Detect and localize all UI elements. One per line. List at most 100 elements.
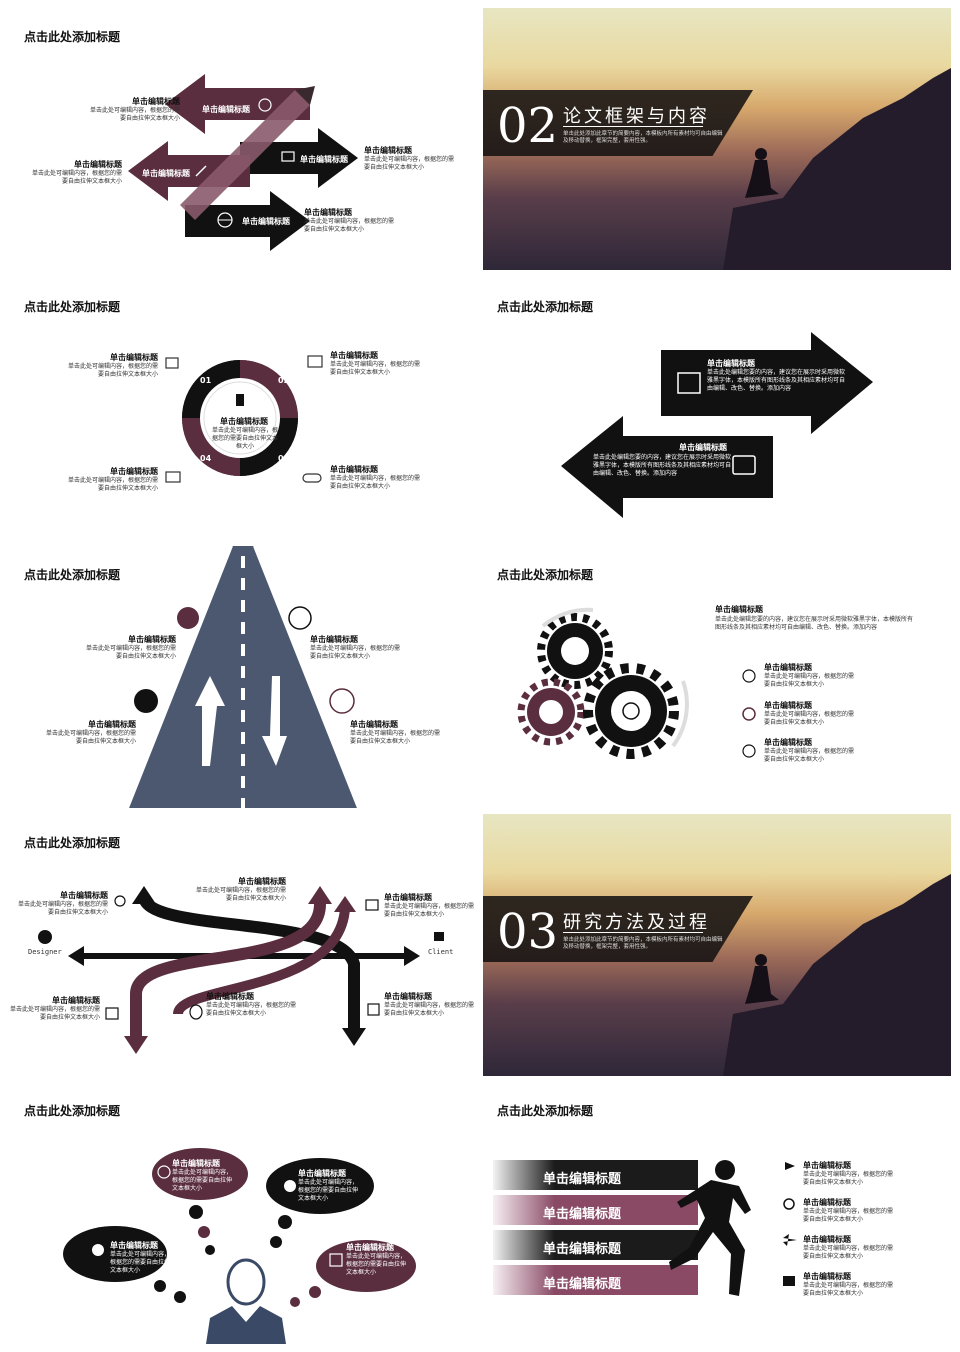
runner-title-3: 单击编辑标题 (803, 1235, 851, 1244)
flow-title-2: 单击编辑标题 (238, 877, 286, 886)
money-icon (177, 607, 199, 629)
slide-title: 点击此处添加标题 (497, 568, 594, 582)
runner-silhouette (669, 1160, 751, 1296)
crosshair-small-icon (742, 744, 756, 758)
inbox-icon (288, 606, 312, 630)
flow-desc-1: 单击此处可编辑内容，根据您的需要自由拉伸文本框大小 (17, 901, 108, 916)
document-icon (134, 689, 158, 713)
strip-label-4: 单击编辑标题 (543, 1277, 622, 1292)
center-desc: 单击此处可编辑内容，根据您的需要自由拉伸文本框大小 (211, 427, 278, 450)
slide-title: 点击此处添加标题 (24, 836, 121, 850)
cycle-graphic (182, 360, 298, 476)
diamond-icon (114, 895, 126, 907)
slide-thought-clouds: 点击此处添加标题 单击编辑标题 单击此处可编辑内容，根据您的需要自由拉伸文本框大… (10, 1082, 478, 1344)
cycle-num-4: 04 (200, 454, 212, 463)
flow-desc-4: 单击此处可编辑内容，根据您的需要自由拉伸文本框大小 (10, 1006, 101, 1021)
section-banner (483, 90, 753, 156)
slide-arrows: 点击此处添加标题 单击编辑标题 单击编辑标题 单击编辑标题 单击编辑标题 单击编… (10, 8, 478, 270)
gear-desc-1: 单击此处可编辑内容，根据您的需要自由拉伸文本框大小 (764, 673, 855, 688)
arrows-graphic (128, 74, 358, 251)
person-body (206, 1306, 286, 1344)
cloud-title-2: 单击编辑标题 (298, 1169, 346, 1178)
slide-double-arrow: 点击此处添加标题 单击编辑标题 单击此处编辑您要的内容，建议您在展示时采用微软雅… (483, 278, 951, 540)
slide-flow: 点击此处添加标题 Designer Client 单击编辑标题 单击此处可编辑内… (10, 814, 478, 1076)
section-underline (563, 932, 703, 933)
corner-title-4: 单击编辑标题 (330, 465, 378, 474)
pencil-band (180, 90, 310, 220)
ext-title-1: 单击编辑标题 (132, 97, 180, 106)
tools-icon (329, 1253, 343, 1267)
flow-title-1: 单击编辑标题 (60, 891, 108, 900)
strip-label-2: 单击编辑标题 (543, 1207, 622, 1222)
cloud-title-3: 单击编辑标题 (110, 1241, 158, 1250)
briefcase-icon (434, 932, 444, 941)
target-icon (742, 707, 756, 721)
road-desc-4: 单击此处可编辑内容，根据您的需要自由拉伸文本框大小 (350, 730, 441, 745)
road-desc-1: 单击此处可编辑内容，根据您的需要自由拉伸文本框大小 (85, 645, 176, 660)
strip-label-1: 单击编辑标题 (543, 1172, 622, 1187)
strip-label-3: 单击编辑标题 (543, 1242, 622, 1257)
palette-icon (38, 930, 52, 944)
section-desc: 单击此处添加此章节的简要内容，本模板内所有素材均可自由编辑及移动替换，框架完整，… (563, 131, 723, 144)
cliff-silhouette (723, 68, 951, 270)
gear-title-1: 单击编辑标题 (764, 663, 812, 672)
slide-road: 点击此处添加标题 单击编辑标题 单击此处可编辑内容，根据您的需要自由拉伸文本框大… (10, 546, 478, 808)
cloud-desc-1: 单击此处可编辑内容，根据您的需要自由拉伸文本框大小 (172, 1169, 233, 1192)
arrow-title-1: 单击编辑标题 (707, 359, 755, 368)
slide-title: 点击此处添加标题 (497, 1104, 594, 1118)
ext-title-4: 单击编辑标题 (304, 208, 352, 217)
runner-desc-1: 单击此处可编辑内容，根据您的需要自由拉伸文本框大小 (803, 1171, 894, 1186)
flow-desc-5: 单击此处可编辑内容，根据您的需要自由拉伸文本框大小 (206, 1002, 297, 1017)
corner-desc-3: 单击此处可编辑内容，根据您的需要自由拉伸文本框大小 (67, 477, 158, 492)
corner-title-3: 单击编辑标题 (110, 467, 158, 476)
road-title-3: 单击编辑标题 (88, 720, 136, 729)
flow-desc-2: 单击此处可编辑内容，根据您的需要自由拉伸文本框大小 (195, 887, 286, 902)
arrow-bot-right (185, 191, 310, 251)
flow-title-4: 单击编辑标题 (52, 996, 100, 1005)
slide-gears: 点击此处添加标题 单击编辑标题 单击此处编辑您要的内容，建议您在展示时采用微软雅… (483, 546, 951, 808)
strip-2: 单击编辑标题 (493, 1195, 698, 1225)
slide-title: 点击此处添加标题 (24, 568, 121, 582)
cliff-silhouette (723, 874, 951, 1076)
wallet-icon (732, 455, 756, 475)
newspaper-icon (677, 372, 701, 394)
gear-icon (92, 1244, 104, 1256)
flow-title-5: 单击编辑标题 (206, 992, 254, 1001)
corner-title-1: 单击编辑标题 (110, 353, 158, 362)
palette-icon (284, 1180, 296, 1192)
gear-desc-2: 单击此处可编辑内容，根据您的需要自由拉伸文本框大小 (764, 711, 855, 726)
ext-desc-3: 单击此处可编辑内容，根据您的需要自由拉伸文本框大小 (32, 170, 123, 185)
section-underline (563, 126, 703, 127)
cloud-desc-4: 单击此处可编辑内容，根据您的需要自由拉伸文本框大小 (346, 1253, 407, 1276)
flow-title-6: 单击编辑标题 (384, 992, 432, 1001)
globe-icon (157, 1165, 171, 1179)
coffee-icon (365, 899, 379, 911)
runner-title-2: 单击编辑标题 (803, 1198, 851, 1207)
strip-4: 单击编辑标题 (493, 1265, 698, 1295)
gear-main-desc: 单击此处编辑您要的内容，建议您在展示时采用微软雅黑字体，本模版所有图形线条及其相… (715, 616, 914, 631)
globe-icon (742, 669, 756, 683)
section-heading: 论文框架与内容 (563, 106, 710, 127)
double-arrow-graphic (561, 332, 873, 518)
road-title-1: 单击编辑标题 (128, 635, 176, 644)
ext-desc-1: 单击此处可编辑内容，根据您的需要自由拉伸文本框大小 (90, 107, 181, 122)
slide-section-03: 03 研究方法及过程 单击此处添加此章节的简要内容，本模板内所有素材均可自由编辑… (483, 814, 951, 1076)
arrow-label-1: 单击编辑标题 (202, 105, 250, 114)
truck-icon (329, 688, 355, 714)
ext-desc-2: 单击此处可编辑内容，根据您的需要自由拉伸文本框大小 (364, 156, 455, 171)
cloud-desc-3: 单击此处可编辑内容，根据您的需要自由拉伸文本框大小 (110, 1251, 171, 1274)
road-title-4: 单击编辑标题 (350, 720, 398, 729)
slide-circle-cycle: 点击此处添加标题 01 02 03 04 单击编辑标题 单击此处可编辑内容，根据… (10, 278, 478, 540)
runner-desc-4: 单击此处可编辑内容，根据您的需要自由拉伸文本框大小 (803, 1282, 894, 1297)
arrow-desc-2: 单击此处编辑您要的内容，建议您在展示时采用微软雅黑字体，本模版所有图形线条及其相… (593, 454, 732, 477)
road-desc-2: 单击此处可编辑内容，根据您的需要自由拉伸文本框大小 (310, 645, 401, 660)
slide-title: 点击此处添加标题 (24, 1104, 121, 1118)
cycle-num-3: 03 (278, 454, 290, 463)
flow-desc-6: 单击此处可编辑内容，根据您的需要自由拉伸文本框大小 (384, 1002, 475, 1017)
arrow-label-3: 单击编辑标题 (142, 169, 190, 178)
ext-title-2: 单击编辑标题 (364, 146, 412, 155)
gear-desc-3: 单击此处可编辑内容，根据您的需要自由拉伸文本框大小 (764, 748, 855, 763)
cycle-num-1: 01 (200, 376, 212, 385)
cloud-title-4: 单击编辑标题 (346, 1243, 394, 1252)
road-desc-3: 单击此处可编辑内容，根据您的需要自由拉伸文本框大小 (45, 730, 136, 745)
